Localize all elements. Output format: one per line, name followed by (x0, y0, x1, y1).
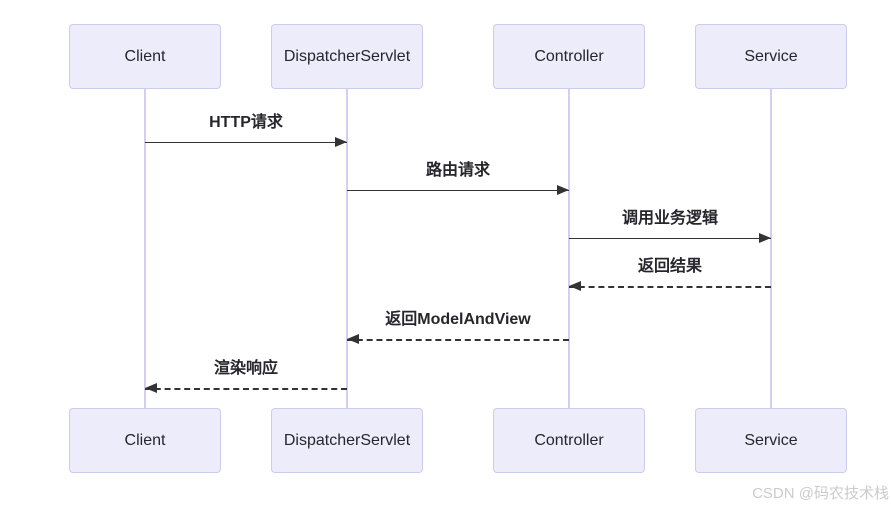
actor-top-service: Service (695, 24, 847, 89)
message-label-2: 调用业务逻辑 (621, 210, 719, 227)
message-line-3 (569, 286, 771, 288)
message-label-3: 返回结果 (637, 258, 703, 275)
message-label-1: 路由请求 (425, 162, 491, 179)
lifeline-service (770, 89, 772, 408)
arrowhead-2 (759, 233, 771, 243)
lifeline-controller (568, 89, 570, 408)
message-line-2 (569, 238, 771, 239)
arrowhead-1 (557, 185, 569, 195)
actor-bottom-service: Service (695, 408, 847, 473)
arrowhead-4 (347, 334, 359, 344)
message-label-4: 返回ModelAndView (385, 311, 531, 328)
actor-top-client: Client (69, 24, 221, 89)
arrowhead-0 (335, 137, 347, 147)
arrowhead-3 (569, 281, 581, 291)
lifeline-dispatcher-servlet (346, 89, 348, 408)
message-label-0: HTTP请求 (209, 114, 283, 131)
actor-top-dispatcher-servlet: DispatcherServlet (271, 24, 423, 89)
csdn-watermark: CSDN @码农技术栈 (752, 485, 889, 502)
actor-bottom-controller: Controller (493, 408, 645, 473)
actor-bottom-dispatcher-servlet: DispatcherServlet (271, 408, 423, 473)
message-line-5 (145, 388, 347, 390)
message-label-5: 渲染响应 (213, 360, 279, 377)
message-line-1 (347, 190, 569, 191)
actor-bottom-client: Client (69, 408, 221, 473)
message-line-4 (347, 339, 569, 341)
lifeline-client (144, 89, 146, 408)
actor-top-controller: Controller (493, 24, 645, 89)
arrowhead-5 (145, 383, 157, 393)
message-line-0 (145, 142, 347, 143)
